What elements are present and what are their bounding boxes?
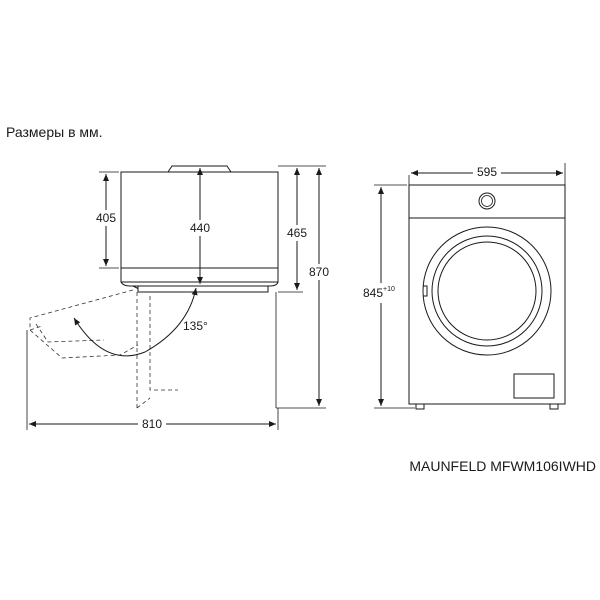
- door-hinge-strip: [137, 285, 269, 293]
- door-ghost-open-edge: [29, 325, 43, 331]
- dim-810-bg: [138, 415, 166, 431]
- dim-870-extension: [276, 165, 326, 409]
- door-ghost-corner: [136, 397, 151, 409]
- dim-405-label: 405: [96, 211, 116, 225]
- dim-405-extension: [99, 171, 119, 269]
- top-lid-outline: [167, 165, 232, 173]
- door-outer-ring: [422, 226, 552, 356]
- side-view: 135° 405 440 465 870 810: [26, 165, 332, 431]
- door-ghost-open-inner: [35, 323, 105, 343]
- dim-465-bg: [284, 225, 310, 241]
- dim-465-label: 465: [287, 226, 307, 240]
- door-glass: [437, 241, 537, 341]
- dim-440-bg: [187, 220, 213, 236]
- foot-right: [549, 403, 559, 410]
- dim-845-extension: [374, 184, 415, 409]
- angle-arc: [73, 287, 198, 357]
- dim-870-bg: [306, 264, 332, 280]
- filter-hatch: [513, 373, 555, 399]
- dim-595-extension: [408, 163, 566, 185]
- dim-810-label: 810: [142, 417, 162, 431]
- dim-845-bg: [361, 283, 401, 303]
- dim-440-label: 440: [190, 221, 210, 235]
- foot-left: [415, 403, 425, 410]
- angle-label: 135°: [183, 319, 208, 333]
- dim-595-label: 595: [477, 165, 497, 179]
- door-ghost-vertical-right: [149, 296, 178, 391]
- dim-810-extension: [26, 330, 279, 430]
- door-handle: [423, 285, 428, 297]
- dim-465-extension: [278, 165, 303, 293]
- front-view: 595 845+10: [361, 163, 566, 410]
- dim-870-label: 870: [309, 265, 329, 279]
- dim-845-label: 845+10: [363, 286, 395, 300]
- door-middle-ring: [431, 235, 543, 347]
- dim-405-bg: [93, 210, 119, 226]
- units-caption: Размеры в мм.: [6, 124, 103, 140]
- program-knob-inner-icon: [481, 195, 493, 207]
- model-name: MAUNFELD MFWM106IWHD: [409, 458, 596, 474]
- door-ghost-open-outline: [29, 289, 139, 359]
- dim-595-bg: [473, 163, 501, 179]
